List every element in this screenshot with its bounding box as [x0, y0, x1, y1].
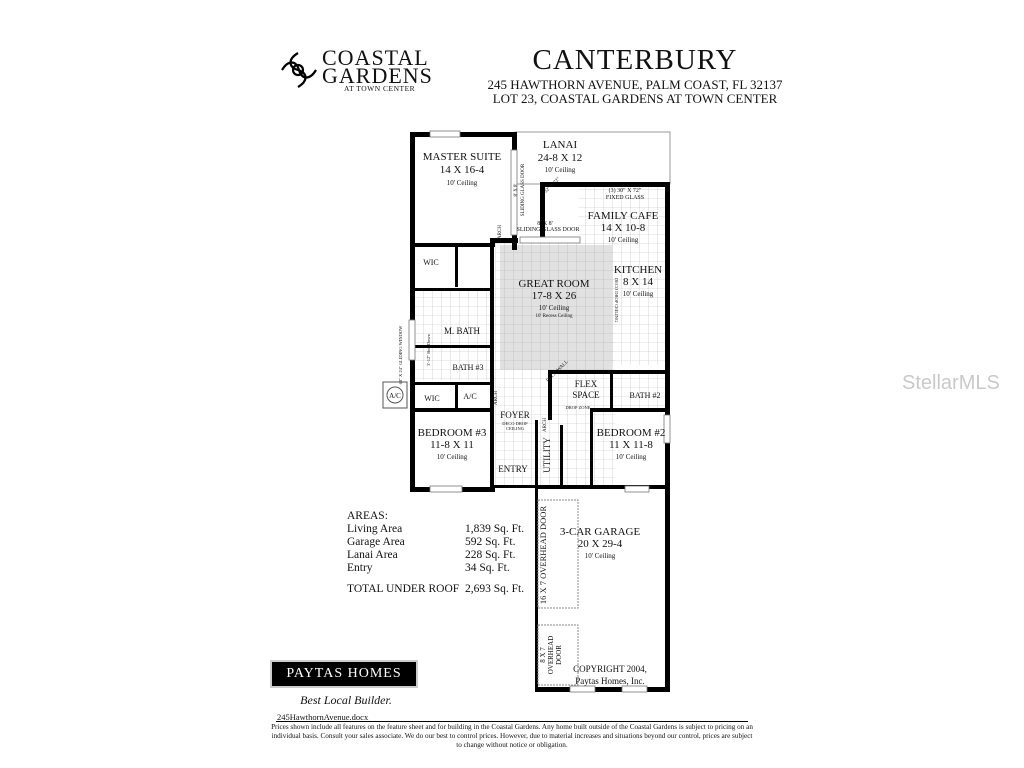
room-bed2-ceiling: 10' Ceiling	[616, 453, 647, 461]
slider2-label: SLIDING GLASS DOOR	[516, 227, 579, 233]
copyright-line1: COPYRIGHT 2004,	[573, 664, 647, 674]
room-great-ceiling: 10' Ceiling	[539, 304, 570, 312]
room-master-size: 14 X 16-4	[440, 164, 485, 176]
deco-drop-label: DECO DROP CEILING	[614, 278, 619, 323]
address: 245 HAWTHORN AVENUE, PALM COAST, FL 3213…	[487, 77, 783, 92]
area-row: Entry 34 Sq. Ft.	[347, 562, 524, 575]
room-garage-name: 3-CAR GARAGE	[560, 526, 641, 538]
areas-table: Living Area 1,839 Sq. Ft. Garage Area 592 …	[347, 523, 524, 596]
room-ac: A/C	[463, 392, 476, 401]
room-wic1: WIC	[423, 258, 439, 267]
room-family-size: 14 X 10-8	[601, 222, 646, 234]
room-lanai-size: 24-8 X 12	[538, 152, 583, 164]
plan-title: CANTERBURY	[532, 44, 738, 76]
areas-summary: AREAS: Living Area 1,839 Sq. Ft. Garage A…	[347, 510, 524, 596]
area-label: Garage Area	[347, 536, 405, 548]
fixed-glass-size: (3) 30" X 72"	[609, 187, 642, 194]
room-kitchen-size: 8 X 14	[623, 276, 653, 288]
copyright-line2: Paytas Homes, Inc.	[575, 676, 645, 686]
room-bed3-name: BEDROOM #3	[418, 427, 487, 439]
area-value: 1,839 Sq. Ft.	[465, 523, 525, 535]
room-great-size: 17-8 X 26	[532, 290, 577, 302]
areas-heading: AREAS:	[347, 510, 388, 522]
room-mbath: M. BATH	[444, 326, 481, 336]
total-value: 2,693 Sq. Ft.	[465, 583, 525, 595]
overhead-door-16x7	[537, 499, 579, 609]
area-total-row: TOTAL UNDER ROOF 2,693 Sq. Ft.	[347, 583, 524, 596]
logo-text-line2: GARDENS	[322, 63, 433, 88]
room-family-ceiling: 10' Ceiling	[608, 236, 639, 244]
fixed-glass-label: FIXED GLASS	[606, 195, 644, 201]
logo-emblem-icon	[281, 52, 317, 88]
door8-label1: OVERHEAD	[547, 636, 555, 675]
room-bed2-name: BEDROOM #2	[597, 427, 666, 439]
room-wic2: WIC	[424, 394, 440, 403]
room-kitchen-name: KITCHEN	[614, 264, 662, 276]
room-kitchen-ceiling: 10' Ceiling	[623, 290, 654, 298]
area-value: 592 Sq. Ft.	[465, 536, 516, 548]
area-row: Garage Area 592 Sq. Ft.	[347, 536, 524, 549]
room-entry: ENTRY	[498, 464, 528, 474]
arch-label-1: ARCH	[498, 225, 503, 239]
coastal-gardens-logo: COASTAL GARDENS AT TOWN CENTER	[278, 45, 432, 94]
area-value: 34 Sq. Ft.	[465, 562, 510, 574]
door16-label: 16 X 7 OVERHEAD DOOR	[538, 506, 548, 605]
lot-info: LOT 23, COASTAL GARDENS AT TOWN CENTER	[492, 91, 778, 106]
watermark: StellarMLS	[902, 372, 1000, 394]
room-bed3-size: 11-8 X 11	[430, 439, 474, 451]
drop-zone-label: DROP ZONE	[566, 405, 591, 410]
disclaimer: Prices shown include all features on the…	[271, 723, 753, 749]
room-foyer-name: FOYER	[500, 410, 530, 420]
window-label: 60" X 24" GLIDING WINDOW	[398, 325, 403, 385]
room-flex-name2: SPACE	[572, 390, 600, 400]
room-family-name: FAMILY CAFE	[588, 210, 659, 222]
logo-text-line3: AT TOWN CENTER	[344, 84, 416, 93]
builder-logo: PAYTAS HOMES	[270, 660, 418, 688]
area-label: Living Area	[347, 523, 403, 535]
room-garage-size: 20 X 29-4	[578, 538, 623, 550]
room-utility: UTILITY	[542, 437, 552, 473]
area-value: 228 Sq. Ft.	[465, 549, 516, 561]
slider1-label: SLIDING GLASS DOOR	[521, 163, 526, 216]
room-bath2: BATH #2	[630, 391, 661, 400]
ac-unit-label: A/C	[389, 392, 401, 400]
room-garage-ceiling: 10' Ceiling	[585, 552, 616, 560]
room-great-name: GREAT ROOM	[518, 278, 589, 290]
builder-tagline: Best Local Builder.	[300, 693, 392, 707]
footer-divider	[276, 721, 748, 722]
room-bed2-size: 11 X 11-8	[609, 439, 653, 451]
logo-text-line1: COASTAL	[322, 45, 429, 70]
room-lanai-name: LANAI	[543, 139, 578, 151]
door8-label2: DOOR	[555, 645, 563, 665]
room-flex-name1: FLEX	[575, 379, 598, 389]
arch-label-3: ARCH	[543, 418, 548, 432]
room-bed3-ceiling: 10' Ceiling	[437, 453, 468, 461]
shower-label: 3'-12" Box Down	[426, 333, 431, 365]
area-row: Lanai Area 228 Sq. Ft.	[347, 549, 524, 562]
room-great-note: 10' Recess Ceiling	[535, 314, 573, 319]
door8-size: 8 X 7	[539, 647, 547, 663]
room-foyer-note1: DECO DROP	[502, 421, 528, 426]
area-label: Lanai Area	[347, 549, 398, 561]
overhead-door-8x7	[537, 624, 579, 686]
slider2-size: 8' X 8'	[537, 221, 553, 227]
arch-label-2: ARCH	[494, 391, 499, 405]
area-label: Entry	[347, 562, 373, 574]
room-master-ceiling: 10' Ceiling	[447, 179, 478, 187]
room-master-name: MASTER SUITE	[423, 151, 502, 163]
room-bath3: BATH #3	[453, 363, 484, 372]
slider1-size: 8' X 8'	[514, 183, 519, 196]
total-label: TOTAL UNDER ROOF	[347, 583, 460, 595]
room-lanai-ceiling: 10' Ceiling	[545, 166, 576, 174]
file-name: 245HawthornAvenue.docx	[277, 712, 369, 722]
room-foyer-note2: CEILING	[506, 426, 525, 431]
area-row: Living Area 1,839 Sq. Ft.	[347, 523, 524, 536]
